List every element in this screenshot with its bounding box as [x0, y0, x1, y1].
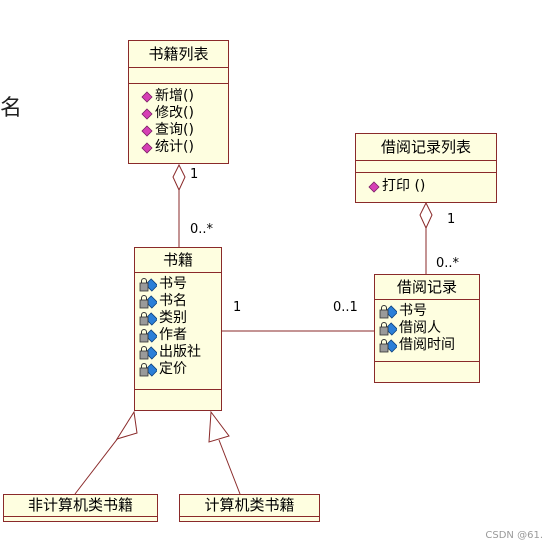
private-attribute-icon [139, 328, 157, 343]
operation-icon [368, 180, 380, 193]
operation-item: 新增() [141, 88, 228, 105]
attribute-item: 书号 [139, 276, 221, 293]
generalization-line-cs [218, 439, 241, 495]
multiplicity-label: 1 [233, 300, 242, 315]
generalization-arrow-cs [208, 410, 230, 443]
operation-item: 统计() [141, 139, 228, 156]
attribute-section [129, 68, 228, 84]
operation-section: 打印 () [356, 173, 496, 195]
class-name: 借阅记录列表 [356, 134, 496, 161]
class-non-cs-book[interactable]: 非计算机类书籍 [3, 494, 158, 522]
attribute-item: 定价 [139, 361, 221, 378]
class-cs-book[interactable]: 计算机类书籍 [179, 494, 320, 522]
multiplicity-label: 0..1 [333, 300, 358, 315]
private-attribute-icon [139, 362, 157, 377]
watermark: CSDN @61. [485, 530, 543, 541]
class-name: 借阅记录 [375, 275, 479, 300]
multiplicity-label: 1 [190, 167, 199, 182]
attribute-section [356, 161, 496, 173]
operation-icon [141, 107, 153, 120]
operation-item: 打印 () [368, 178, 496, 195]
attribute-item: 书号 [379, 303, 479, 320]
class-borrow-record[interactable]: 借阅记录 书号 借阅人 借阅时间 [374, 274, 480, 383]
private-attribute-icon [139, 311, 157, 326]
attribute-section: 书号 借阅人 借阅时间 [375, 300, 479, 362]
attribute-item: 借阅人 [379, 320, 479, 337]
operation-section: 新增() 修改() 查询() 统计() [129, 84, 228, 163]
operation-item: 查询() [141, 122, 228, 139]
multiplicity-label: 0..* [190, 222, 214, 237]
class-book-list[interactable]: 书籍列表 新增() 修改() 查询() 统计() [128, 40, 229, 164]
attribute-item: 出版社 [139, 344, 221, 361]
private-attribute-icon [379, 304, 397, 319]
private-attribute-icon [139, 345, 157, 360]
multiplicity-label: 1 [447, 212, 456, 227]
attribute-item: 类别 [139, 310, 221, 327]
operation-item: 修改() [141, 105, 228, 122]
operation-icon [141, 141, 153, 154]
class-book[interactable]: 书籍 书号 书名 类别 作者 出版社 定价 [134, 247, 222, 411]
attribute-item: 书名 [139, 293, 221, 310]
aggregation-diamond-borrow-list [419, 201, 433, 230]
private-attribute-icon [139, 277, 157, 292]
class-name: 书籍列表 [129, 41, 228, 68]
class-name: 非计算机类书籍 [4, 495, 157, 517]
generalization-arrow-non-cs [115, 410, 138, 440]
operation-icon [141, 90, 153, 103]
private-attribute-icon [379, 321, 397, 336]
aggregation-diamond-book-list [172, 163, 186, 192]
multiplicity-label: 0..* [436, 256, 460, 271]
attribute-item: 作者 [139, 327, 221, 344]
class-name: 书籍 [135, 248, 221, 273]
attribute-section: 书号 书名 类别 作者 出版社 定价 [135, 273, 221, 390]
class-borrow-record-list[interactable]: 借阅记录列表 打印 () [355, 133, 497, 203]
left-edge-fragment: 名 [0, 96, 23, 121]
class-name: 计算机类书籍 [180, 495, 319, 517]
operation-icon [141, 124, 153, 137]
private-attribute-icon [139, 294, 157, 309]
private-attribute-icon [379, 338, 397, 353]
attribute-item: 借阅时间 [379, 337, 479, 354]
